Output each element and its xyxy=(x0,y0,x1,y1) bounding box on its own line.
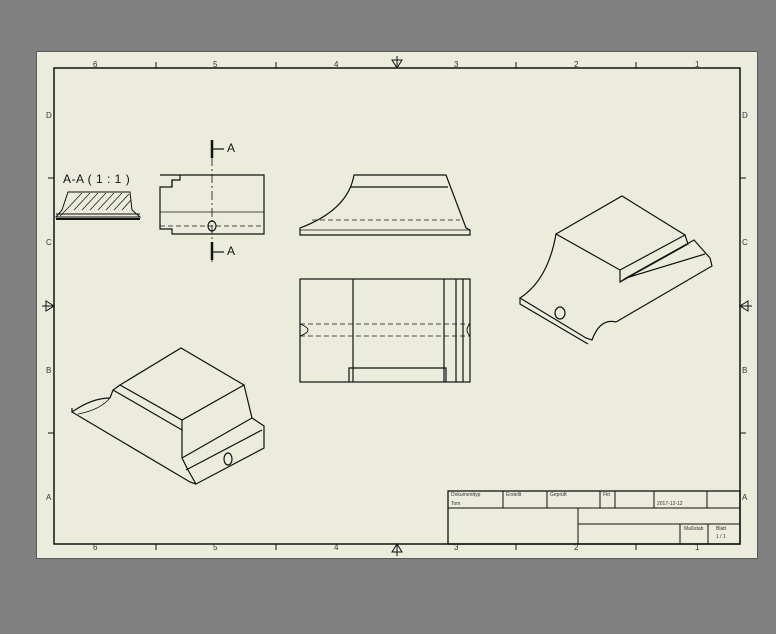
title-block-header: Erstellt xyxy=(506,492,522,498)
section-label-bottom: A xyxy=(227,244,236,258)
zone-letter-right: A xyxy=(742,493,748,502)
title-block-author: Tom xyxy=(451,501,461,507)
title-block-header: Dokumenttyp xyxy=(451,492,481,498)
title-block-date: 2017-12-12 xyxy=(657,501,683,507)
zone-letter-left: D xyxy=(46,111,52,120)
section-view xyxy=(54,191,142,220)
zone-number-bottom: 6 xyxy=(93,543,98,552)
zone-letter-left: C xyxy=(46,238,52,247)
title-block-sheet-label: Blatt xyxy=(716,526,727,532)
title-block-header: Fkt xyxy=(603,492,610,498)
inner-frame xyxy=(53,67,741,545)
zone-letter-right: B xyxy=(742,366,748,375)
side-view xyxy=(159,140,265,262)
zone-number-top: 6 xyxy=(93,60,98,69)
title-block-scale-label: Maßstab xyxy=(684,526,704,532)
zone-number-top: 2 xyxy=(574,60,579,69)
zone-number-top: 4 xyxy=(334,60,339,69)
title-block xyxy=(447,490,741,545)
front-view xyxy=(299,174,471,236)
section-label-top: A xyxy=(227,141,236,155)
title-block-header: Geprüft xyxy=(550,492,567,498)
zone-number-top: 5 xyxy=(213,60,218,69)
zone-letter-left: A xyxy=(46,493,52,502)
zone-number-bottom: 3 xyxy=(454,543,459,552)
section-view-title: A-A ( 1 : 1 ) xyxy=(63,172,131,186)
zone-letter-left: B xyxy=(46,366,52,375)
zone-number-top: 1 xyxy=(695,60,700,69)
iso-view-left xyxy=(70,347,265,485)
zone-number-bottom: 2 xyxy=(574,543,579,552)
zone-letter-right: D xyxy=(742,111,748,120)
title-block-sheet-value: 1 / 1 xyxy=(716,534,726,540)
zone-number-bottom: 4 xyxy=(334,543,339,552)
zone-ticks xyxy=(48,62,746,550)
top-view xyxy=(299,278,471,383)
zone-number-bottom: 1 xyxy=(695,543,700,552)
iso-view-right xyxy=(518,195,713,345)
zone-letter-right: C xyxy=(742,238,748,247)
arrow-triangle-icon xyxy=(42,56,752,556)
zone-number-top: 3 xyxy=(454,60,459,69)
zone-number-bottom: 5 xyxy=(213,543,218,552)
drawing-sheet xyxy=(36,51,758,559)
